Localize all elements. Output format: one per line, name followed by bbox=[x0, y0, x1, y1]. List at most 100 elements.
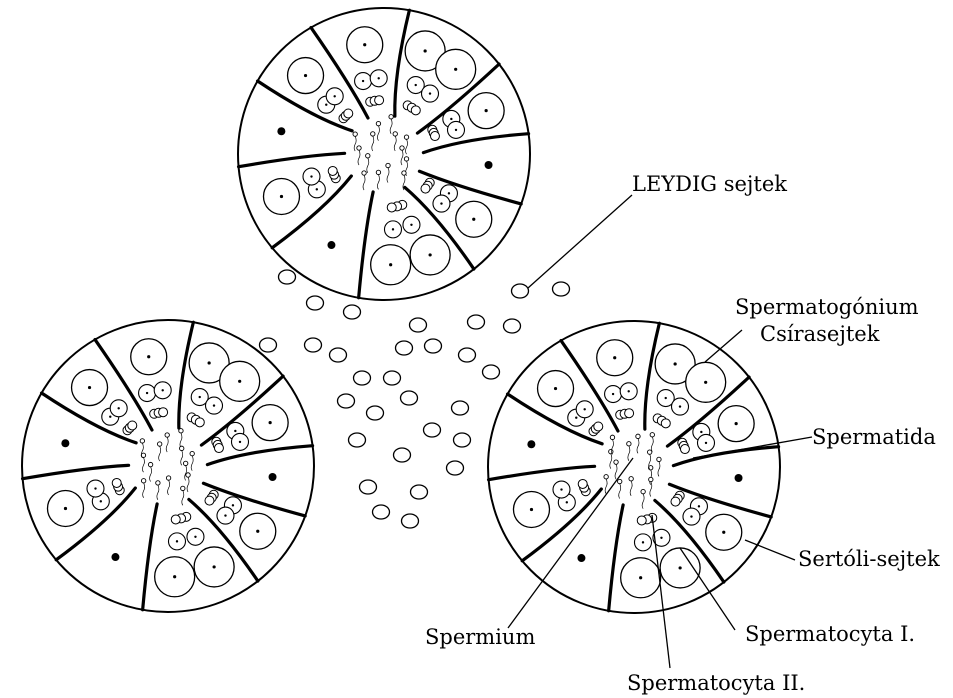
tubule-1 bbox=[238, 8, 530, 300]
spermatid-cell bbox=[112, 478, 121, 487]
label-spermatida: Spermatida bbox=[812, 425, 936, 449]
spermium-head bbox=[636, 434, 640, 438]
cell-nucleus bbox=[316, 188, 318, 190]
cell-nucleus bbox=[194, 536, 196, 538]
spermatid-cell bbox=[671, 497, 680, 506]
cell-nucleus bbox=[679, 566, 682, 569]
cell-nucleus bbox=[362, 80, 364, 82]
spermium-head bbox=[609, 449, 613, 453]
cell-nucleus bbox=[176, 540, 178, 542]
cell-nucleus bbox=[199, 396, 201, 398]
leydig-cell bbox=[354, 371, 371, 385]
spermium-head bbox=[400, 146, 404, 150]
cell-nucleus bbox=[613, 356, 616, 359]
leydig-cell bbox=[344, 305, 361, 319]
spermium-head bbox=[604, 475, 608, 479]
spermatid-cell bbox=[421, 184, 430, 193]
cell-nucleus bbox=[429, 92, 431, 94]
spermium-head bbox=[627, 442, 631, 446]
label-spermatogonium: Spermatogónium bbox=[735, 295, 919, 319]
spermium-head bbox=[366, 154, 370, 158]
cell-nucleus bbox=[690, 515, 692, 517]
spermatid-cell bbox=[430, 132, 439, 141]
cell-nucleus bbox=[700, 431, 702, 433]
leydig-cell bbox=[512, 284, 529, 298]
leydig-cell bbox=[452, 401, 469, 415]
spermium-head bbox=[141, 479, 145, 483]
cell-nucleus bbox=[88, 386, 91, 389]
cell-nucleus bbox=[448, 192, 450, 194]
spermatid-cell bbox=[661, 419, 670, 428]
leydig-cell bbox=[307, 296, 324, 310]
leydig-cell bbox=[360, 480, 377, 494]
spermatid-cell bbox=[159, 408, 168, 417]
leydig-cell bbox=[483, 365, 500, 379]
cell-nucleus bbox=[269, 421, 272, 424]
spermatid-cell bbox=[344, 109, 353, 118]
sertoli-nucleus bbox=[277, 127, 285, 135]
cell-nucleus bbox=[94, 487, 96, 489]
sertoli-nucleus bbox=[577, 554, 585, 562]
spermium-head bbox=[140, 439, 144, 443]
cell-nucleus bbox=[117, 407, 119, 409]
cell-nucleus bbox=[454, 68, 457, 71]
spermatid-cell bbox=[128, 421, 137, 430]
spermatid-cell bbox=[214, 444, 223, 453]
cell-nucleus bbox=[213, 565, 216, 568]
cell-nucleus bbox=[566, 501, 568, 503]
cell-nucleus bbox=[698, 505, 700, 507]
spermium-head bbox=[376, 121, 380, 125]
spermatid-cell bbox=[411, 106, 420, 115]
cell-nucleus bbox=[162, 389, 164, 391]
sertoli-nucleus bbox=[327, 241, 335, 249]
leydig-cell bbox=[459, 348, 476, 362]
spermium-head bbox=[157, 442, 161, 446]
spermium-head bbox=[386, 163, 390, 167]
leydig-cell bbox=[468, 315, 485, 329]
leader-leydig bbox=[528, 195, 632, 288]
spermium-head bbox=[165, 433, 169, 437]
spermium-head bbox=[389, 115, 393, 119]
cell-nucleus bbox=[173, 575, 176, 578]
cell-nucleus bbox=[705, 442, 707, 444]
sertoli-nucleus bbox=[735, 474, 743, 482]
spermium-head bbox=[166, 476, 170, 480]
spermatid-cell bbox=[328, 166, 337, 175]
cell-nucleus bbox=[704, 381, 707, 384]
spermium-head bbox=[180, 446, 184, 450]
spermium-head bbox=[402, 171, 406, 175]
spermium-head bbox=[376, 170, 380, 174]
sertoli-nucleus bbox=[111, 553, 119, 561]
cell-nucleus bbox=[109, 415, 111, 417]
cell-nucleus bbox=[232, 504, 234, 506]
cell-nucleus bbox=[472, 218, 475, 221]
cell-nucleus bbox=[147, 355, 150, 358]
cell-nucleus bbox=[310, 175, 312, 177]
leydig-cell bbox=[411, 485, 428, 499]
spermium-head bbox=[181, 486, 185, 490]
spermium-head bbox=[647, 450, 651, 454]
leydig-cell bbox=[305, 338, 322, 352]
leydig-cell bbox=[384, 371, 401, 385]
cell-nucleus bbox=[146, 392, 148, 394]
label-spermatocyta1: Spermatocyta I. bbox=[745, 622, 915, 646]
cell-nucleus bbox=[560, 488, 562, 490]
cell-nucleus bbox=[238, 380, 241, 383]
cell-nucleus bbox=[213, 404, 215, 406]
leydig-cell bbox=[425, 339, 442, 353]
spermatid-cell bbox=[578, 479, 587, 488]
spermium-head bbox=[183, 461, 187, 465]
leydig-cell bbox=[373, 505, 390, 519]
leydig-cell bbox=[410, 318, 427, 332]
spermatid-cell bbox=[205, 496, 214, 505]
cell-nucleus bbox=[455, 129, 457, 131]
spermium-head bbox=[156, 481, 160, 485]
cell-nucleus bbox=[208, 361, 211, 364]
spermium-head bbox=[186, 473, 190, 477]
leydig-cell bbox=[553, 282, 570, 296]
cell-nucleus bbox=[100, 500, 102, 502]
cell-nucleus bbox=[64, 507, 67, 510]
leydig-cell bbox=[394, 448, 411, 462]
leydig-cell bbox=[349, 433, 366, 447]
